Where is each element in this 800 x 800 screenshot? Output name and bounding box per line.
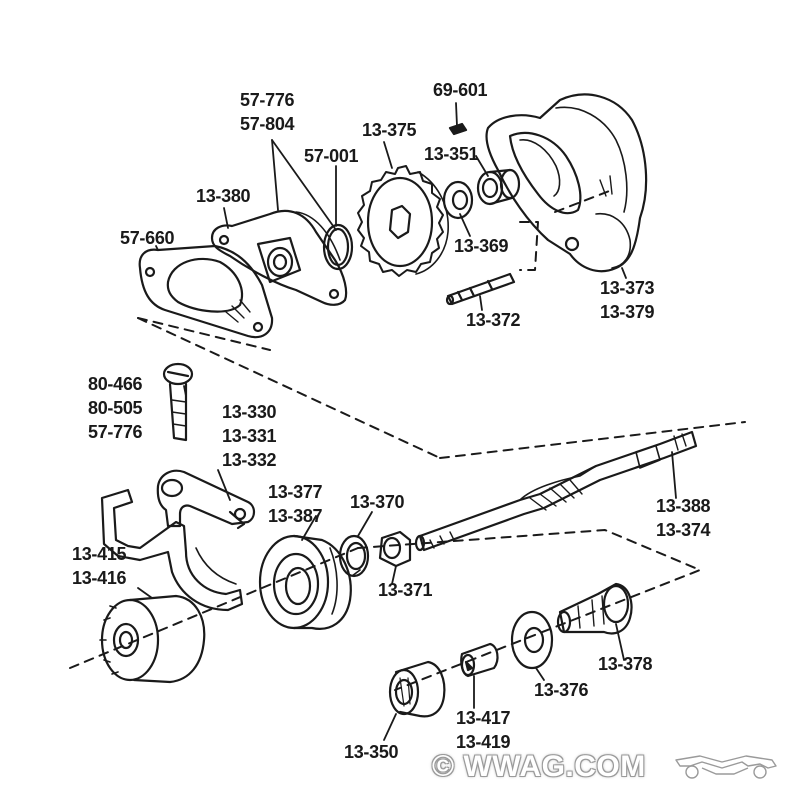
part-label-13-371: 13-371: [378, 580, 433, 600]
part-label-13-369: 13-369: [454, 236, 509, 256]
housing-13-373: [485, 93, 648, 273]
wwag-logo-icon: [675, 755, 777, 779]
part-label-13-375: 13-375: [362, 120, 417, 140]
shaft-13-388: [414, 430, 698, 552]
clutch-cup-13-377: [258, 534, 352, 630]
part-label-57-660: 57-660: [120, 228, 175, 248]
bolt-80-466: [162, 362, 194, 442]
dashed-guide-lines: [69, 189, 746, 691]
part-label-13-380: 13-380: [196, 186, 251, 206]
part-label-13-351: 13-351: [424, 144, 479, 164]
shift-fork-13-415: [100, 488, 244, 612]
sleeve-13-378: [556, 582, 633, 635]
o-ring-57-001: [322, 223, 354, 271]
part-label-13-370: 13-370: [350, 492, 405, 512]
pin-69-601: [448, 122, 468, 136]
leader-lines: [137, 102, 677, 741]
shaft-13-372: [445, 272, 516, 306]
watermark-text: © WWAG.COM: [432, 750, 646, 783]
gear-13-375: [357, 165, 449, 277]
nut-13-371: [378, 530, 412, 568]
washer-13-369: [442, 180, 474, 220]
plug-13-417: [460, 642, 499, 678]
part-label-13-350: 13-350: [344, 742, 399, 762]
gasket-57-660: [138, 244, 274, 339]
washer-13-376: [510, 610, 554, 670]
part-label-69-601: 69-601: [433, 80, 488, 100]
pinion-13-416: [99, 594, 206, 684]
part-label-57-001: 57-001: [304, 146, 359, 166]
circlip-13-370: [338, 534, 370, 578]
part-label-13-378: 13-378: [598, 654, 653, 674]
part-label-13-372: 13-372: [466, 310, 521, 330]
part-label-13-376: 13-376: [534, 680, 589, 700]
bushing-13-351: [476, 168, 521, 206]
cover-plate-13-380: [210, 209, 348, 306]
bushing-13-350: [388, 660, 446, 718]
lever-13-330: [156, 469, 256, 530]
